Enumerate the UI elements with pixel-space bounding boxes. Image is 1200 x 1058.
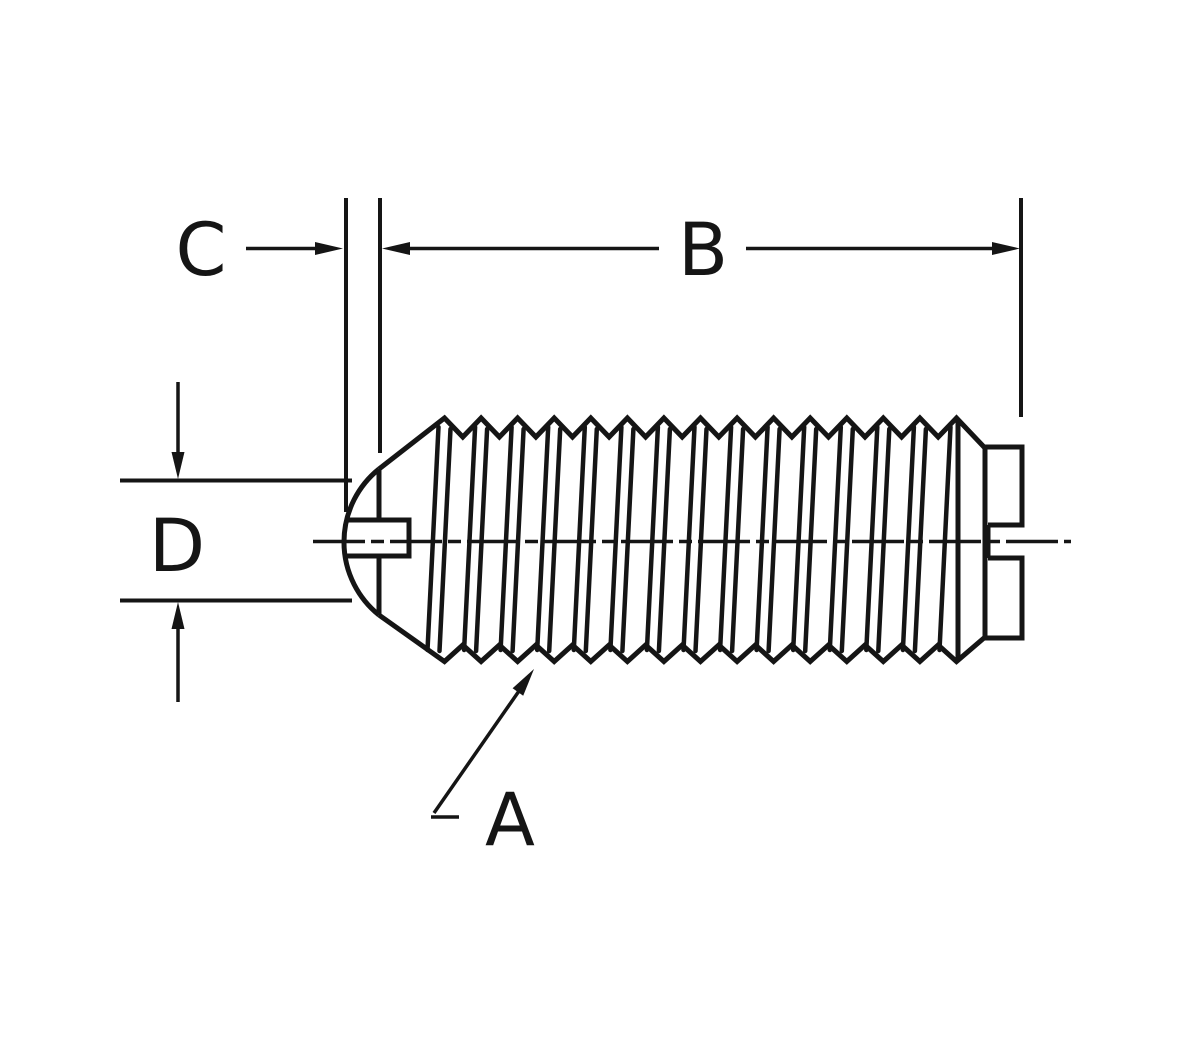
thread-flanks bbox=[425, 424, 953, 654]
dim-b-label: B bbox=[678, 208, 728, 293]
nose-slot bbox=[345, 517, 412, 559]
dim-a-label: A bbox=[485, 778, 535, 863]
dim-b-arrowhead-right bbox=[992, 242, 1020, 255]
leader-a-arrowhead bbox=[512, 669, 534, 696]
part-outline-bottom bbox=[377, 555, 1025, 665]
dim-b-arrowhead-left bbox=[382, 242, 410, 255]
dim-c-arrowhead bbox=[315, 242, 343, 255]
dim-d-label: D bbox=[149, 504, 205, 589]
ball-nose-arc bbox=[341, 467, 381, 617]
dim-d-arrowhead-up bbox=[171, 602, 185, 629]
part-outline-top bbox=[377, 414, 1025, 528]
end-cap-edge bbox=[982, 447, 991, 638]
leader-a-line bbox=[432, 689, 521, 815]
dim-d-arrowhead-down bbox=[171, 452, 185, 479]
dim-c-label: C bbox=[176, 208, 227, 293]
